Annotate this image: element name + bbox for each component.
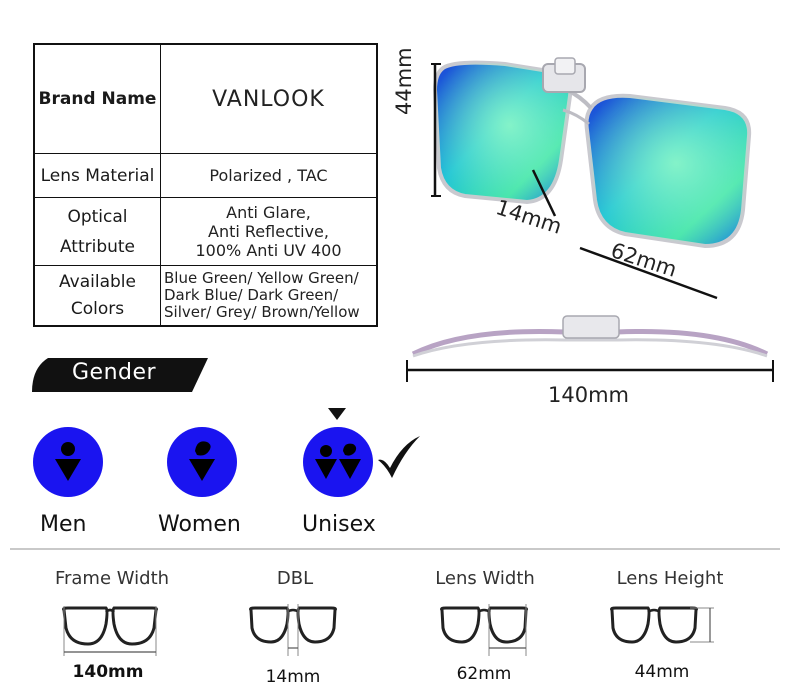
spec-key-colors-line1: Available [59, 271, 136, 292]
lens-height-glasses-icon [610, 606, 714, 644]
spec-key-optical-line2: Attribute [59, 236, 136, 257]
spec-row-optical: Optical Attribute Anti Glare, Anti Refle… [35, 197, 376, 265]
spec-key-colors-line2: Colors [70, 298, 125, 319]
spec-val-optical-line2: Anti Reflective, [208, 222, 329, 241]
dim-total-width-label: 140mm [548, 383, 629, 407]
gender-women-circle [167, 427, 237, 497]
gender-label-unisex: Unisex [302, 512, 376, 537]
measure-title-frame-width: Frame Width [54, 568, 170, 589]
spec-val-brand: VANLOOK [212, 86, 325, 112]
spec-table: Brand Name VANLOOK Lens Material Polariz… [33, 43, 378, 327]
spec-key-brand: Brand Name [35, 45, 161, 153]
measure-title-dbl: DBL [276, 568, 314, 589]
checkmark-icon [378, 436, 420, 478]
spec-val-optical: Anti Glare, Anti Reflective, 100% Anti U… [161, 198, 376, 265]
gender-tab-shape [32, 358, 208, 392]
gender-label-men: Men [40, 512, 87, 537]
measure-title-lens-width: Lens Width [435, 568, 535, 589]
gender-unisex-circle [303, 427, 373, 497]
measure-title-lens-height: Lens Height [616, 568, 724, 589]
spec-val-optical-line3: 100% Anti UV 400 [195, 241, 342, 260]
dim-height-label: 44mm [392, 47, 416, 115]
spec-val-material: Polarized , TAC [209, 166, 328, 185]
glasses-top-illustration [406, 315, 774, 382]
gender-title: Gender [72, 360, 157, 385]
woman-icon [189, 441, 215, 481]
measure-value-frame-width: 140mm [72, 662, 144, 682]
spec-key-colors: Available Colors [35, 266, 161, 325]
spec-val-optical-line1: Anti Glare, [226, 203, 311, 222]
measure-value-lens-height: 44mm [634, 662, 690, 682]
spec-key-optical: Optical Attribute [35, 198, 161, 265]
spec-val-colors-line2: Dark Blue/ Dark Green/ [164, 286, 339, 304]
spec-row-colors: Available Colors Blue Green/ Yellow Gree… [35, 265, 376, 325]
spec-row-material: Lens Material Polarized , TAC [35, 153, 376, 197]
dbl-glasses-icon [249, 604, 337, 656]
man-icon [55, 442, 81, 481]
spec-row-brand: Brand Name VANLOOK [35, 45, 376, 153]
measure-value-lens-width: 62mm [456, 664, 512, 684]
glasses-front-illustration [431, 57, 752, 300]
spec-key-material: Lens Material [35, 154, 161, 197]
measure-value-dbl: 14mm [265, 667, 321, 687]
gender-label-women: Women [158, 512, 241, 537]
gender-men-circle [33, 427, 103, 497]
spec-val-colors-line1: Blue Green/ Yellow Green/ [164, 269, 359, 287]
spec-key-optical-line1: Optical [67, 206, 128, 227]
spec-val-colors: Blue Green/ Yellow Green/ Dark Blue/ Dar… [161, 266, 376, 325]
unisex-icon [315, 443, 361, 479]
section-divider [10, 548, 780, 550]
selected-marker-icon [328, 408, 346, 420]
spec-val-colors-line3: Silver/ Grey/ Brown/Yellow [164, 303, 360, 321]
lens-width-glasses-icon [440, 604, 528, 656]
frame-width-glasses-icon [62, 606, 158, 656]
